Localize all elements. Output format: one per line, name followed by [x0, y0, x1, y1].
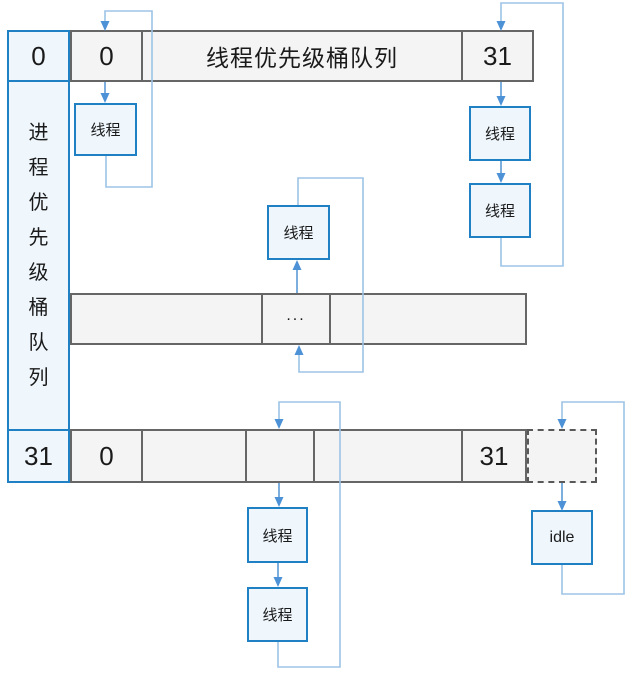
arrowhead-thread-tr2: [496, 173, 506, 183]
process-bucket-cell-31: 31: [7, 429, 70, 483]
thread-node-tr-2: 线程: [469, 183, 531, 238]
bottom-bucket-cell-31: 31: [461, 431, 525, 481]
bottom-bucket-cell-31-label: 31: [479, 440, 509, 471]
process-bucket-cell-0: 0: [7, 30, 70, 82]
thread-bucket-bar-bottom: 0 31: [70, 429, 527, 483]
thread-node-tr-1: 线程: [469, 106, 531, 161]
idle-bucket-cell-dashed: [527, 429, 597, 483]
thread-node-middle: 线程: [267, 205, 330, 260]
process-bucket-cell-31-label: 31: [24, 440, 53, 471]
thread-node-bottom-1-label: 线程: [262, 527, 293, 545]
thread-node-tl-label: 线程: [90, 122, 121, 139]
arrowhead-loop-bottom: [274, 419, 284, 429]
arrowhead-thread-b2: [273, 577, 283, 587]
arrowhead-loop-idle: [557, 419, 567, 429]
process-bucket-column-label: 进程优先级桶队列: [28, 121, 49, 389]
thread-bucket-title: 线程优先级桶队列: [206, 45, 398, 71]
bottom-bucket-cell-empty-1: [141, 431, 245, 481]
idle-node-label: idle: [549, 528, 575, 546]
ellipsis-label: ...: [286, 307, 306, 324]
arrowhead-thread-tr1: [496, 96, 506, 106]
arrowhead-thread-tl: [100, 93, 110, 103]
bottom-bucket-cell-0-label: 0: [99, 440, 114, 471]
bottom-bucket-cell-empty-2: [245, 431, 313, 481]
top-bucket-cell-31: 31: [461, 32, 532, 80]
top-bucket-cell-0: 0: [72, 32, 141, 80]
process-bucket-column-label-cell: 进程优先级桶队列: [7, 80, 70, 431]
middle-bucket-cell-empty-1: [72, 295, 261, 343]
process-bucket-cell-0-label: 0: [31, 40, 46, 71]
top-bucket-cell-31-label: 31: [483, 40, 512, 71]
middle-bucket-cell-empty-2: [329, 295, 525, 343]
thread-node-tl: 线程: [74, 103, 137, 156]
thread-bucket-title-cell: 线程优先级桶队列: [141, 32, 461, 80]
thread-bucket-bar-top: 0 线程优先级桶队列 31: [70, 30, 534, 82]
thread-node-middle-label: 线程: [283, 225, 314, 242]
thread-node-bottom-2: 线程: [247, 587, 308, 642]
arrowhead-thread-middle-up: [292, 260, 302, 270]
thread-node-tr-2-label: 线程: [484, 203, 515, 220]
middle-bucket-cell-ellipsis: ...: [261, 295, 329, 343]
bottom-bucket-cell-empty-3: [313, 431, 461, 481]
thread-node-bottom-2-label: 线程: [262, 607, 293, 624]
top-bucket-cell-0-label: 0: [99, 40, 114, 71]
thread-node-bottom-1: 线程: [247, 507, 308, 563]
bottom-bucket-cell-0: 0: [72, 431, 141, 481]
arrowhead-thread-b1: [274, 497, 284, 507]
idle-node: idle: [531, 510, 593, 565]
arrowhead-loop-middle-up: [294, 345, 304, 355]
thread-node-tr-1-label: 线程: [484, 126, 515, 143]
thread-bucket-bar-middle: ...: [70, 293, 527, 345]
